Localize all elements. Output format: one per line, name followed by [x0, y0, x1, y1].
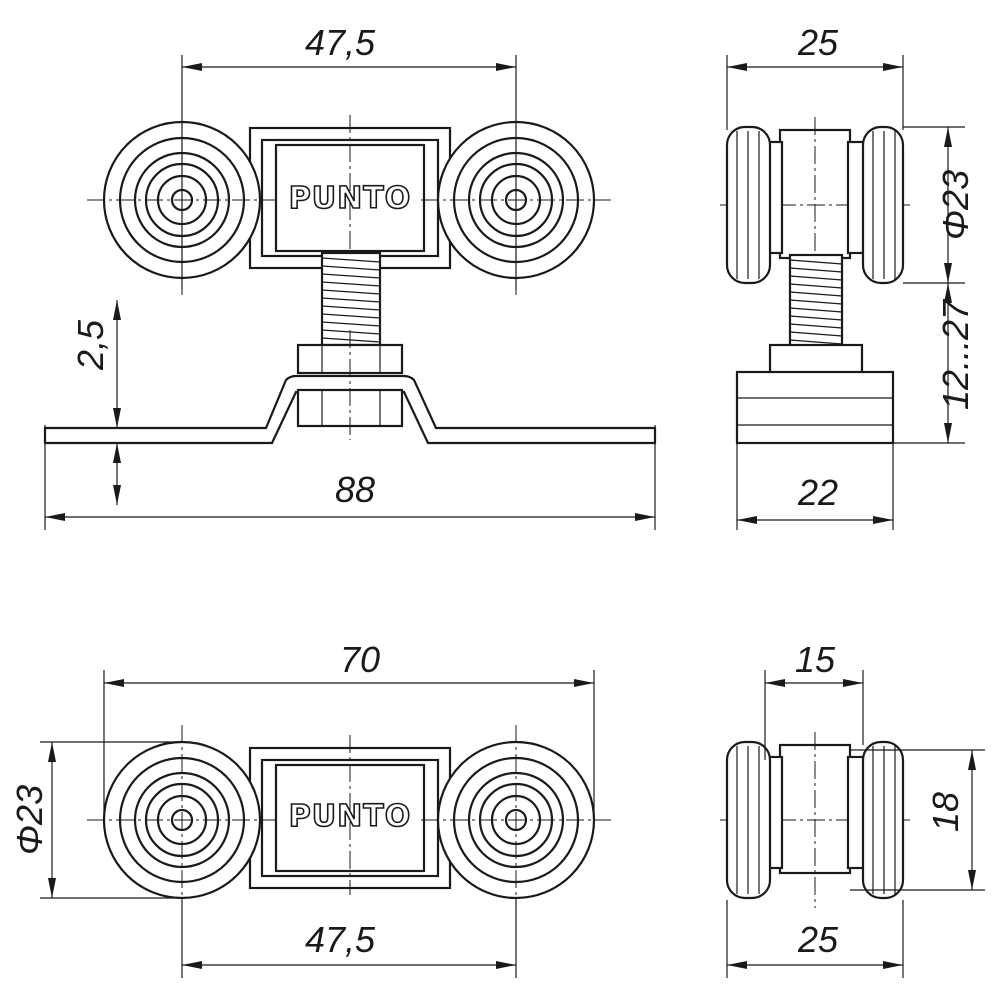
thread-line: [321, 297, 381, 303]
thread-line: [321, 337, 381, 343]
side-wheel-right: [861, 740, 905, 900]
wheel-ring: [467, 771, 565, 869]
thread-line: [321, 305, 381, 311]
dim-25-top: 25: [797, 22, 839, 63]
thread-line: [321, 257, 381, 263]
thread-line: [321, 321, 381, 327]
thread-line: [789, 339, 843, 345]
thread-line: [321, 265, 381, 271]
thread-line: [789, 315, 843, 321]
thread-line: [789, 267, 843, 273]
dim-diameter-23-front: Φ23: [9, 785, 50, 855]
dim-2-5: 2,5: [70, 319, 111, 371]
side-base: [735, 370, 895, 445]
thread-line: [321, 289, 381, 295]
wheel-ring: [133, 771, 231, 869]
dim-70: 70: [340, 639, 380, 680]
dim-18: 18: [925, 792, 966, 832]
thread-line: [789, 307, 843, 313]
thread-line: [321, 281, 381, 287]
thread-line: [789, 299, 843, 305]
dim-25-bottom: 25: [797, 919, 839, 960]
thread-line: [789, 283, 843, 289]
dim-47-5-bottom: 47,5: [305, 919, 376, 960]
brand-label-bottom: PUNTO: [289, 799, 411, 834]
dim-12-27: 12...27: [935, 298, 976, 410]
brand-label-top: PUNTO: [289, 181, 411, 216]
side-nut: [768, 343, 864, 375]
thread-line: [789, 323, 843, 329]
thread-line: [789, 331, 843, 337]
thread-line: [321, 329, 381, 335]
dim-88: 88: [335, 469, 375, 510]
side-wheel-right: [861, 125, 905, 285]
dim-15: 15: [795, 639, 836, 680]
thread-line: [789, 275, 843, 281]
thread-line: [789, 291, 843, 297]
dim-47-5-top: 47,5: [305, 22, 376, 63]
thread-line: [321, 273, 381, 279]
thread-line: [321, 313, 381, 319]
dim-diameter-23-side: Φ23: [935, 170, 976, 240]
dim-22: 22: [797, 472, 838, 513]
thread-line: [789, 259, 843, 265]
